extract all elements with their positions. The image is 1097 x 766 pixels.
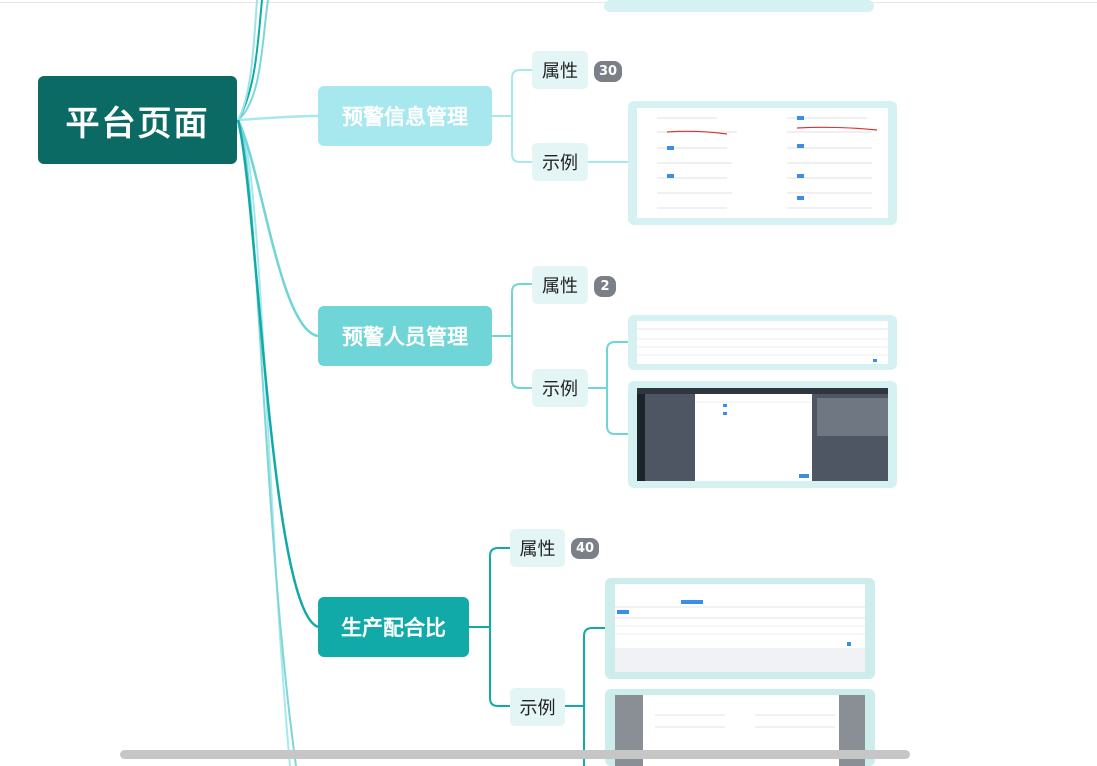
subtopic-attributes[interactable]: 属性 — [532, 51, 588, 89]
subtopic-attributes[interactable]: 属性 — [532, 266, 588, 304]
attribute-count-badge: 40 — [571, 538, 600, 559]
table-screenshot — [637, 321, 888, 364]
list-page-screenshot — [615, 584, 865, 672]
example-screenshot-card[interactable] — [605, 578, 875, 679]
topic-production-mix-ratio[interactable]: 生产配合比 — [318, 597, 469, 657]
root-node[interactable]: 平台页面 — [38, 76, 237, 164]
subtopic-example[interactable]: 示例 — [532, 369, 588, 407]
example-screenshot-card[interactable] — [628, 381, 897, 488]
example-card-partial[interactable] — [604, 0, 874, 12]
subtopic-example[interactable]: 示例 — [510, 688, 565, 726]
dialog-screenshot — [637, 388, 888, 481]
topic-warning-personnel[interactable]: 预警人员管理 — [318, 306, 492, 366]
form-screenshot — [637, 108, 888, 218]
subtopic-example[interactable]: 示例 — [532, 143, 588, 181]
subtopic-attributes[interactable]: 属性 — [510, 529, 565, 567]
attribute-count-badge: 2 — [594, 276, 616, 297]
attribute-count-badge: 30 — [594, 61, 623, 82]
example-screenshot-card[interactable] — [628, 101, 897, 225]
top-divider — [0, 2, 1097, 3]
horizontal-scrollbar[interactable] — [120, 750, 910, 759]
example-screenshot-card[interactable] — [628, 315, 897, 370]
topic-warning-info[interactable]: 预警信息管理 — [318, 86, 492, 146]
